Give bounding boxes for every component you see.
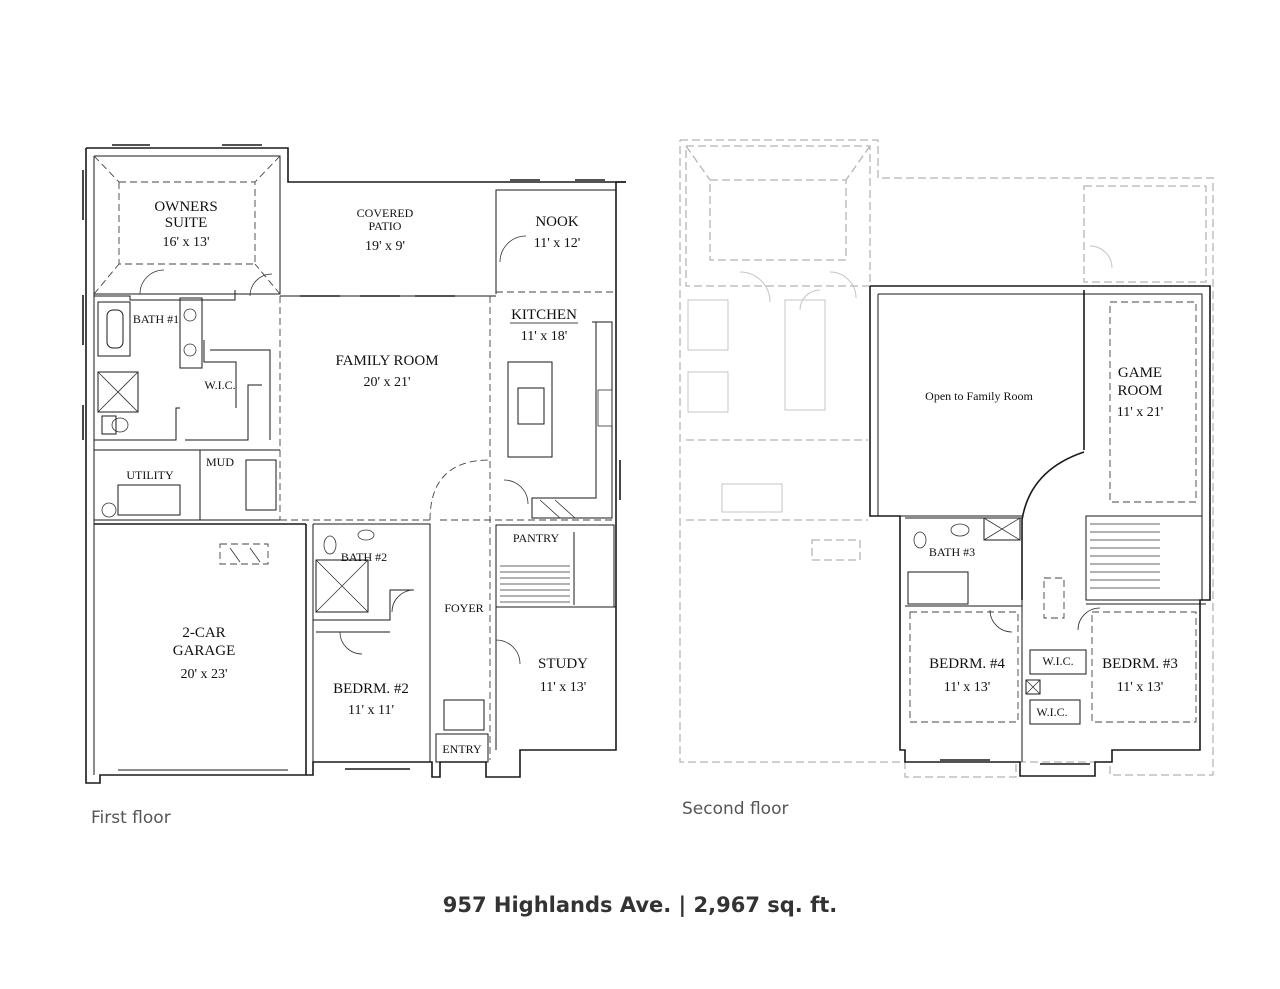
wic1-name: W.I.C. (204, 378, 235, 392)
room-bedrm2-label: BEDRM. #2 11' x 11' (333, 681, 409, 718)
kitchen-dim: 11' x 18' (521, 329, 568, 344)
owners-name-1: OWNERS (154, 199, 217, 215)
patio-name-2: PATIO (369, 219, 402, 233)
wic2-name: W.I.C. (1042, 654, 1073, 668)
second-floor-plan (679, 139, 1214, 778)
game-name-1: GAME (1118, 365, 1162, 381)
address-footer: 957 Highlands Ave. | 2,967 sq. ft. (442, 893, 838, 917)
bedrm4-dim: 11' x 13' (944, 680, 991, 695)
game-name-2: ROOM (1117, 383, 1162, 399)
bedrm2-name: BEDRM. #2 (333, 681, 409, 697)
kitchen-name: KITCHEN (511, 307, 577, 323)
wic3-name: W.I.C. (1036, 705, 1067, 719)
room-bedrm4-label: BEDRM. #4 11' x 13' (929, 656, 1005, 695)
game-dim: 11' x 21' (1117, 405, 1164, 420)
room-kitchen-label: KITCHEN 11' x 18' (510, 307, 578, 344)
patio-name-1: COVERED (357, 206, 414, 220)
room-family-label: FAMILY ROOM 20' x 21' (335, 353, 438, 390)
patio-dim: 19' x 9' (365, 239, 405, 254)
open-to-family-label: Open to Family Room (925, 389, 1033, 403)
pantry-name: PANTRY (513, 531, 560, 545)
room-patio-label: COVERED PATIO 19' x 9' (357, 206, 414, 254)
bath3-name: BATH #3 (929, 545, 975, 559)
utility-name: UTILITY (126, 468, 174, 482)
bedrm4-name: BEDRM. #4 (929, 656, 1005, 672)
room-owners-label: OWNERS SUITE 16' x 13' (154, 199, 217, 250)
room-study-label: STUDY 11' x 13' (538, 656, 588, 695)
study-dim: 11' x 13' (540, 680, 587, 695)
room-game-label: GAME ROOM 11' x 21' (1117, 365, 1164, 420)
entry-name: ENTRY (442, 742, 482, 756)
garage-name-1: 2-CAR (182, 625, 225, 641)
bath2-name: BATH #2 (341, 550, 387, 564)
bath1-name: BATH #1 (133, 312, 179, 326)
garage-name-2: GARAGE (173, 643, 236, 659)
mud-name: MUD (206, 455, 234, 469)
study-name: STUDY (538, 656, 588, 672)
bedrm3-name: BEDRM. #3 (1102, 656, 1178, 672)
garage-dim: 20' x 23' (180, 667, 227, 682)
bedrm2-dim: 11' x 11' (348, 703, 394, 718)
bedrm3-dim: 11' x 13' (1117, 680, 1164, 695)
foyer-name: FOYER (444, 601, 483, 615)
room-bedrm3-label: BEDRM. #3 11' x 13' (1102, 656, 1178, 695)
room-garage-label: 2-CAR GARAGE 20' x 23' (173, 625, 236, 682)
nook-dim: 11' x 12' (534, 236, 581, 251)
first-floor-plan (82, 144, 626, 784)
family-name: FAMILY ROOM (335, 353, 438, 369)
nook-name: NOOK (535, 214, 578, 230)
second-floor-caption: Second floor (682, 799, 789, 819)
room-nook-label: NOOK 11' x 12' (534, 214, 581, 251)
owners-dim: 16' x 13' (162, 235, 209, 250)
family-dim: 20' x 21' (363, 375, 410, 390)
first-floor-caption: First floor (91, 808, 171, 828)
owners-name-2: SUITE (165, 215, 208, 231)
